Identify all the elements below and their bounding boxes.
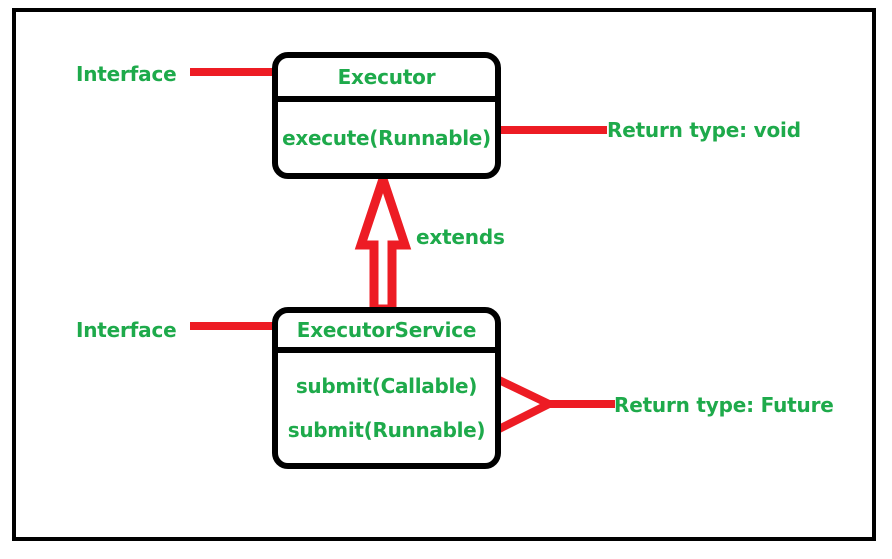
class-body-executorservice: submit(Callable) submit(Runnable) [278, 353, 495, 463]
method-submit-callable: submit(Callable) [295, 374, 478, 398]
class-box-executorservice[interactable]: ExecutorService submit(Callable) submit(… [272, 307, 501, 469]
annotation-return-type-future: Return type: Future [614, 393, 834, 417]
annotation-interface-bottom: Interface [76, 318, 177, 342]
annotation-return-type-void: Return type: void [607, 118, 801, 142]
class-name-executor: Executor [337, 65, 436, 89]
class-header-executor: Executor [278, 58, 495, 102]
class-body-executor: execute(Runnable) [278, 102, 495, 173]
class-name-executorservice: ExecutorService [296, 318, 477, 342]
method-submit-runnable: submit(Runnable) [287, 418, 486, 442]
leader-line-return-future [545, 400, 615, 408]
leader-line-interface-top [190, 68, 276, 76]
leader-line-interface-bottom [190, 322, 276, 330]
class-box-executor[interactable]: Executor execute(Runnable) [272, 52, 501, 179]
leader-line-return-void [497, 126, 607, 134]
method-execute-runnable: execute(Runnable) [282, 125, 491, 150]
annotation-interface-top: Interface [76, 62, 177, 86]
class-header-executorservice: ExecutorService [278, 313, 495, 353]
annotation-extends-relationship: extends [416, 225, 505, 249]
diagram-frame-border [12, 8, 876, 541]
